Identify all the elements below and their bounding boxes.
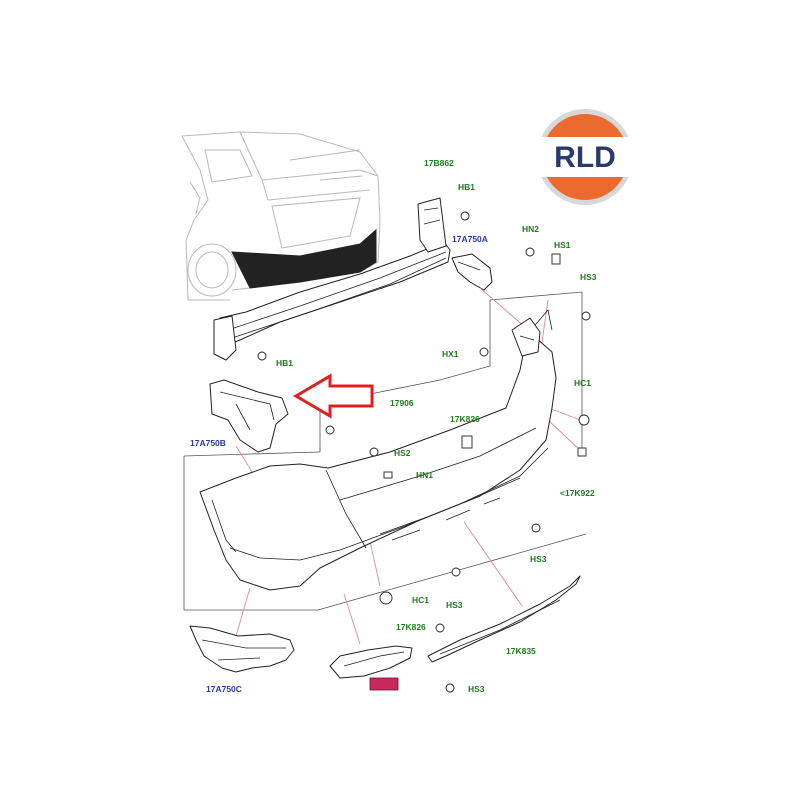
part-17B862-beam <box>213 197 470 361</box>
label-17K826-bottom: 17K826 <box>396 622 426 632</box>
label-HS3-bottom: HS3 <box>468 684 485 694</box>
label-HB1-top: HB1 <box>458 182 475 192</box>
part-17K835-trim <box>427 575 581 663</box>
label-17K826-top: 17K826 <box>450 414 480 424</box>
vehicle-outline <box>181 131 381 301</box>
rld-logo: RLD <box>535 109 635 205</box>
fasteners <box>325 247 591 693</box>
label-HS2: HS2 <box>394 448 411 458</box>
clip-icon <box>379 591 393 605</box>
clip-icon <box>551 253 561 265</box>
label-HX1: HX1 <box>442 349 459 359</box>
clip-icon <box>531 523 541 533</box>
clip-icon <box>369 447 379 457</box>
part-17A750A-bracket <box>451 253 493 291</box>
logo-text: RLD <box>554 141 616 174</box>
label-HB1-bottom: HB1 <box>276 358 293 368</box>
label-HC1-right: HC1 <box>574 378 591 388</box>
label-HS3-mid: HS3 <box>530 554 547 564</box>
clip-icon <box>461 435 473 449</box>
callout-labels: 17B862 HB1 HB1 17A750A HN2 HS1 HS3 HX1 H… <box>190 158 597 694</box>
clip-icon <box>577 447 587 457</box>
label-17A750B: 17A750B <box>190 438 226 448</box>
clip-icon <box>479 347 489 357</box>
label-17906: 17906 <box>390 398 414 408</box>
label-HS1: HS1 <box>554 240 571 250</box>
clip-icon <box>325 425 335 435</box>
clip-icon <box>525 247 535 257</box>
label-HC1-bottom: HC1 <box>412 595 429 605</box>
part-tow-cover <box>329 645 413 691</box>
part-17A750C-undertray <box>189 625 295 673</box>
label-HN1: HN1 <box>416 470 433 480</box>
label-17K922: <17K922 <box>560 488 595 498</box>
label-HS3-right: HS3 <box>580 272 597 282</box>
label-17K835: 17K835 <box>506 646 536 656</box>
clip-icon <box>383 471 393 479</box>
part-17A750B-bracket <box>209 379 289 453</box>
label-17A750A: 17A750A <box>452 234 488 244</box>
clip-icon <box>435 623 445 633</box>
label-HS3-center: HS3 <box>446 600 463 610</box>
clip-icon <box>578 414 590 426</box>
clip-icon <box>581 311 591 321</box>
label-17A750C: 17A750C <box>206 684 242 694</box>
part-17K922-brace <box>511 317 541 357</box>
part-17906-bumper-cover <box>199 309 557 591</box>
clip-icon <box>451 567 461 577</box>
label-17B862: 17B862 <box>424 158 454 168</box>
label-HN2: HN2 <box>522 224 539 234</box>
clip-icon <box>445 683 455 693</box>
highlight-arrow <box>293 373 374 419</box>
highlighted-part-tag <box>369 677 399 691</box>
